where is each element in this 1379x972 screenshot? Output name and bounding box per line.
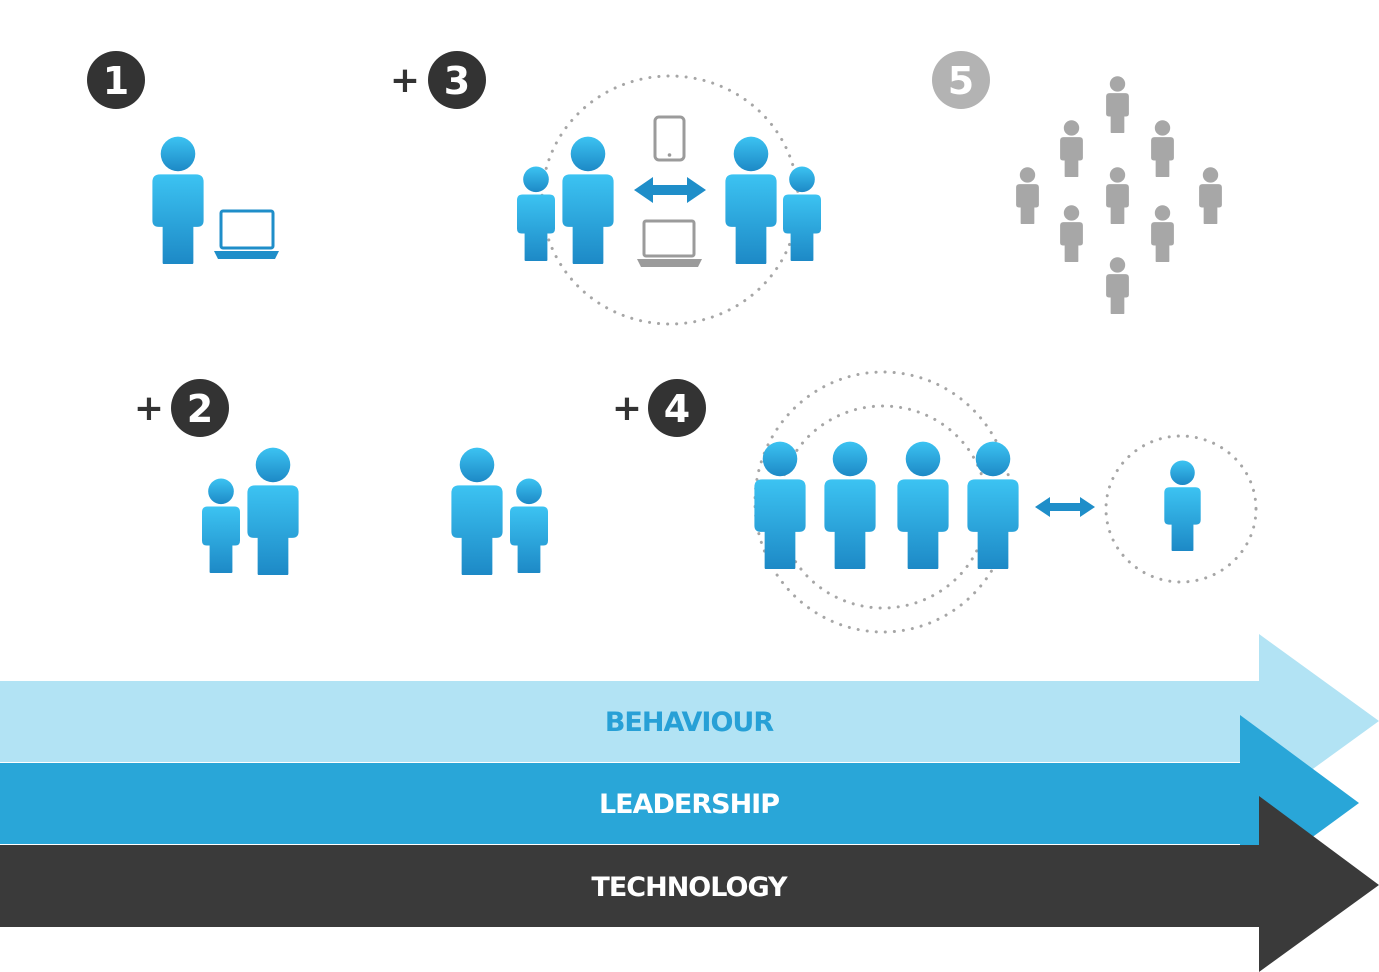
arrow-technology-shape	[0, 796, 1379, 972]
stage-1-badge: 1	[87, 51, 145, 109]
person-icon	[1060, 205, 1083, 262]
stage-3-number: 3	[444, 59, 470, 103]
person-icon	[1060, 120, 1083, 177]
person-icon	[451, 447, 503, 575]
person-icon	[725, 136, 777, 264]
team-ring-inner	[777, 404, 989, 610]
double-arrow-icon	[1035, 497, 1095, 517]
stage-5-illustration	[1016, 76, 1222, 314]
arrow-leadership-label: LEADERSHIP	[599, 789, 779, 820]
stage-4-number: 4	[664, 387, 690, 431]
person-icon	[1151, 205, 1174, 262]
person-icon	[1164, 460, 1201, 551]
arrow-behaviour-label: BEHAVIOUR	[605, 707, 775, 738]
stage-2-badge: + 2	[134, 379, 229, 437]
person-icon	[202, 478, 240, 573]
person-icon	[824, 441, 876, 569]
stage-1-illustration	[152, 136, 279, 264]
arrow-technology: TECHNOLOGY	[0, 796, 1379, 972]
arrow-behaviour: BEHAVIOUR	[0, 634, 1379, 808]
stage-4-illustration	[753, 370, 1258, 634]
person-icon	[1106, 167, 1129, 224]
person-icon	[1151, 120, 1174, 177]
stage-4-badge: + 4	[612, 379, 706, 437]
person-icon	[897, 441, 949, 569]
stage-3-prefix: +	[390, 60, 420, 101]
person-icon	[1016, 167, 1039, 224]
individual-ring	[1104, 434, 1258, 584]
person-icon	[783, 166, 821, 261]
arrow-behaviour-shape	[0, 634, 1379, 808]
person-icon	[1106, 76, 1129, 133]
person-icon	[247, 447, 299, 575]
person-icon	[1106, 257, 1129, 314]
person-icon	[517, 166, 555, 261]
stage-4-prefix: +	[612, 388, 642, 429]
person-icon	[152, 136, 204, 264]
laptop-icon	[637, 219, 702, 267]
stage-2-prefix: +	[134, 388, 164, 429]
person-icon	[967, 441, 1019, 569]
stage-5-badge: 5	[932, 51, 990, 109]
stage-5-number: 5	[948, 59, 974, 103]
person-icon	[510, 478, 548, 573]
person-icon	[1199, 167, 1222, 224]
stage-2-illustration	[202, 447, 548, 575]
stage-3-badge: + 3	[390, 51, 486, 109]
stage-3-illustration	[517, 74, 821, 326]
tablet-icon	[653, 115, 686, 162]
laptop-icon	[214, 209, 279, 259]
stage-2-number: 2	[187, 387, 213, 431]
double-arrow-icon	[634, 177, 706, 203]
arrow-leadership-shape	[0, 715, 1359, 890]
arrow-technology-label: TECHNOLOGY	[591, 872, 788, 903]
arrow-leadership: LEADERSHIP	[0, 715, 1359, 890]
stage-1-number: 1	[103, 59, 129, 103]
person-icon	[562, 136, 614, 264]
